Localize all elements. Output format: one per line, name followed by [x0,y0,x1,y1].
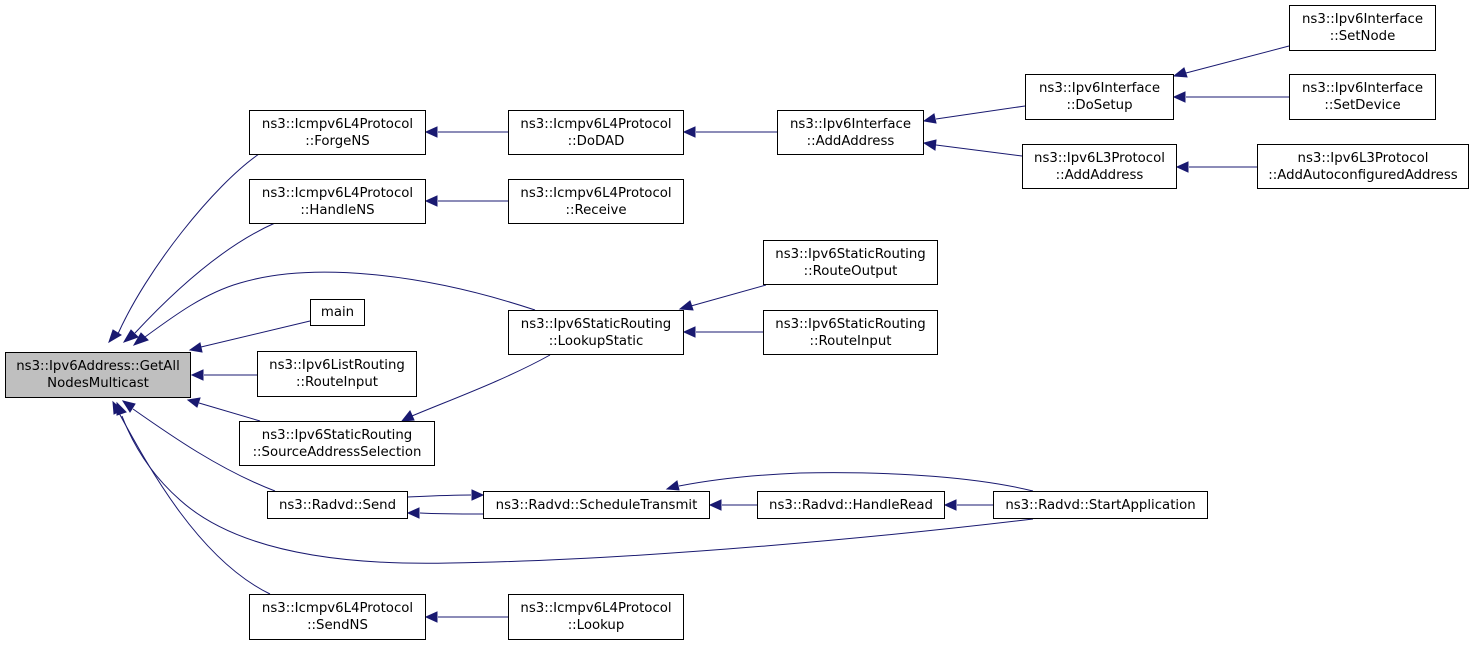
node-label-line2: ::DoDAD [567,133,625,149]
edge-srcaddr-to-root [186,397,261,422]
edge-radvdsend-to-schedule [406,507,484,519]
node-icmpv6l4protocol-dodad[interactable]: ns3::Icmpv6L4Protocol ::DoDAD [508,110,684,155]
node-ipv6interface-setdevice[interactable]: ns3::Ipv6Interface ::SetDevice [1289,74,1436,120]
edge-routeinput-to-lookupstatic [682,326,763,338]
node-label-line2: ::LookupStatic [548,333,644,349]
edge-startapp-to-handleread [943,499,993,511]
edge-handleread-to-schedule [708,499,757,511]
edge-schedule-to-radvdsend [407,489,485,501]
node-label-line2: ::SourceAddressSelection [252,444,422,460]
edge-listroute-to-root [190,369,257,381]
node-radvd-handleread[interactable]: ns3::Radvd::HandleRead [757,491,945,519]
node-label-line2: ::ForgeNS [305,133,370,149]
node-ipv6interface-dosetup[interactable]: ns3::Ipv6Interface ::DoSetup [1025,74,1174,120]
node-ipv6address-getallnodesmulticast: ns3::Ipv6Address::GetAll NodesMulticast [5,352,191,398]
node-label-line2: ::SetNode [1329,29,1396,44]
node-ipv6l3protocol-addaddress[interactable]: ns3::Ipv6L3Protocol ::AddAddress [1022,144,1177,189]
node-ipv6staticrouting-sourceaddressselection[interactable]: ns3::Ipv6StaticRouting ::SourceAddressSe… [239,421,435,466]
node-label-line1: ns3::Ipv6StaticRouting [775,246,926,262]
edge-ifaddaddr-to-dodad [682,126,777,138]
node-radvd-scheduletransmit[interactable]: ns3::Radvd::ScheduleTransmit [483,491,710,519]
node-ipv6staticrouting-routeoutput[interactable]: ns3::Ipv6StaticRouting ::RouteOutput [763,240,938,285]
node-label-line1: ns3::Icmpv6L4Protocol [261,116,414,132]
node-radvd-send[interactable]: ns3::Radvd::Send [267,491,408,519]
node-label-line1: ns3::Icmpv6L4Protocol [520,601,672,616]
node-label-line2: ::Lookup [567,618,625,633]
node-label-line1: ns3::Icmpv6L4Protocol [520,116,672,132]
edge-setdevice-to-dosetup [1172,91,1289,103]
node-label-line1: ns3::Icmpv6L4Protocol [261,185,414,201]
node-radvd-startapplication[interactable]: ns3::Radvd::StartApplication [993,491,1208,519]
node-icmpv6l4protocol-sendns[interactable]: ns3::Icmpv6L4Protocol ::SendNS [249,594,426,640]
node-icmpv6l4protocol-receive[interactable]: ns3::Icmpv6L4Protocol ::Receive [508,179,684,224]
node-label-line2: ::RouteInput [809,333,892,349]
node-ipv6l3protocol-addautoconfiguredaddress[interactable]: ns3::Ipv6L3Protocol ::AddAutoconfiguredA… [1257,144,1469,189]
node-label-line1: ns3::Ipv6L3Protocol [1297,150,1429,166]
edge-lookupstatic-to-root [132,271,536,346]
node-label-line1: ns3::Radvd::Send [278,497,397,513]
edge-dodad-to-forgens [424,126,508,138]
node-label-line2: ::SendNS [307,618,368,633]
node-icmpv6l4protocol-handlens[interactable]: ns3::Icmpv6L4Protocol ::HandleNS [249,179,426,224]
edge-setnode-to-dosetup [1172,45,1290,78]
node-label-line2: ::DoSetup [1066,98,1133,113]
node-label-line1: ns3::Ipv6Address::GetAll [16,359,180,374]
node-label-line1: ns3::Ipv6ListRouting [269,358,405,373]
node-label-line1: ns3::Ipv6Interface [1302,12,1423,27]
node-label-line1: ns3::Ipv6StaticRouting [261,427,413,443]
node-icmpv6l4protocol-lookup[interactable]: ns3::Icmpv6L4Protocol ::Lookup [508,594,684,640]
edge-main-to-root [188,320,311,353]
node-ipv6staticrouting-lookupstatic[interactable]: ns3::Ipv6StaticRouting ::LookupStatic [508,310,684,355]
edge-startapp-to-schedule [665,472,1034,492]
node-label-line2: ::RouteInput [296,375,378,390]
node-label-line1: ns3::Radvd::HandleRead [769,497,933,513]
edge-sendns-to-root [112,400,271,595]
edge-handlens-to-root [122,222,276,343]
node-label-line1: ns3::Radvd::StartApplication [1005,497,1196,513]
edge-dosetup-to-ifaddaddr [922,105,1026,124]
node-ipv6staticrouting-routeinput[interactable]: ns3::Ipv6StaticRouting ::RouteInput [763,310,938,355]
node-label-line1: ns3::Ipv6Interface [790,116,911,132]
node-label-line2: ::AddAutoconfiguredAddress [1268,167,1458,183]
node-label-line1: ns3::Ipv6Interface [1039,81,1160,96]
node-label-line2: ::AddAddress [806,133,895,149]
node-label-line2: ::SetDevice [1324,98,1401,113]
edge-routeoutput-to-lookupstatic [678,284,767,311]
node-label-line2: ::RouteOutput [803,263,898,279]
node-label-line1: ns3::Icmpv6L4Protocol [261,601,414,616]
node-label-line1: ns3::Ipv6Interface [1302,81,1423,96]
node-icmpv6l4protocol-forgens[interactable]: ns3::Icmpv6L4Protocol ::ForgeNS [249,110,426,155]
node-label-line1: ns3::Ipv6StaticRouting [520,316,672,332]
edge-lookup-to-sendns [424,611,508,623]
edge-forgens-to-root [108,153,260,344]
node-ipv6interface-setnode[interactable]: ns3::Ipv6Interface ::SetNode [1289,5,1436,51]
node-label-line1: ns3::Radvd::ScheduleTransmit [495,497,698,513]
node-label-line2: NodesMulticast [47,376,149,391]
edge-radvdsend-to-root [121,400,276,492]
node-label-line2: ::AddAddress [1055,167,1144,183]
node-label-line1: ns3::Ipv6L3Protocol [1034,150,1165,166]
node-label-line1: ns3::Icmpv6L4Protocol [520,185,672,201]
node-label-line2: ::HandleNS [300,202,375,218]
edge-autoconf-to-l3addaddr [1175,161,1257,173]
node-label-line1: main [320,305,355,320]
node-label-line2: ::Receive [565,202,627,218]
edge-l3addaddr-to-ifaddaddr [922,139,1023,157]
node-main[interactable]: main [310,299,365,326]
node-ipv6listrouting-routeinput[interactable]: ns3::Ipv6ListRouting ::RouteInput [257,351,417,397]
edge-srcaddr-to-lookupstatic [400,354,551,422]
node-ipv6interface-addaddress[interactable]: ns3::Ipv6Interface ::AddAddress [777,110,924,155]
edge-receive-to-handlens [424,195,508,207]
node-label-line1: ns3::Ipv6StaticRouting [775,316,926,332]
